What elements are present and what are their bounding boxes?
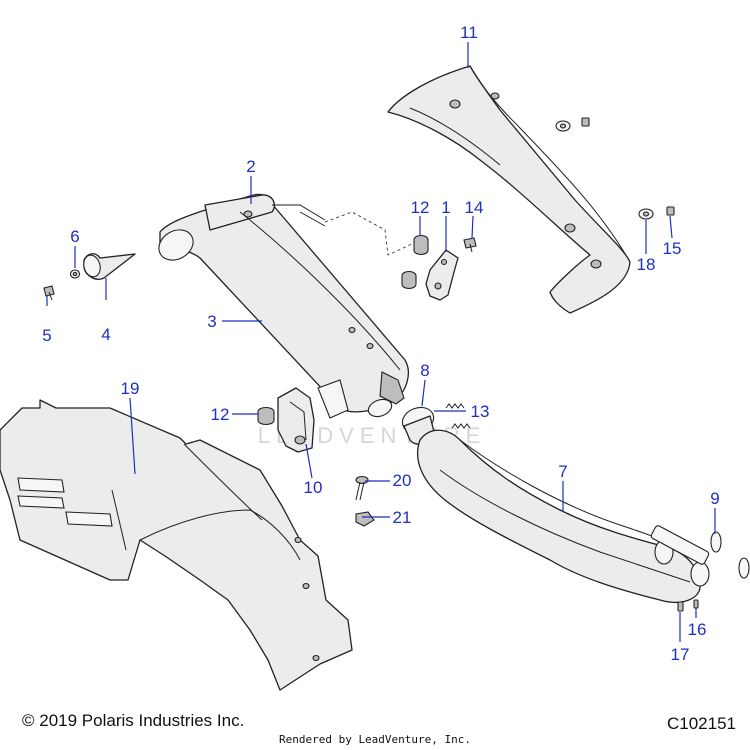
part-lower-bracket[interactable] (277, 387, 315, 453)
callout-3[interactable]: 3 (207, 312, 216, 331)
figure-id: C102151 (666, 714, 736, 733)
callout-8[interactable]: 8 (420, 361, 429, 380)
callout-13[interactable]: 13 (471, 402, 490, 421)
callout-1[interactable]: 1 (441, 198, 450, 217)
callout-12-lower[interactable]: 12 (211, 405, 230, 424)
callout-16[interactable]: 16 (688, 620, 707, 639)
part-hanger-bracket[interactable] (425, 249, 459, 301)
part-head-pipe[interactable] (416, 429, 710, 603)
part-nut-set[interactable] (555, 117, 675, 220)
callout-10[interactable]: 10 (304, 478, 323, 497)
callout-6[interactable]: 6 (70, 227, 79, 246)
callout-15[interactable]: 15 (663, 239, 682, 258)
part-screw-5[interactable] (43, 285, 55, 301)
part-bolt-14[interactable] (463, 237, 477, 253)
part-washer-6[interactable] (69, 269, 81, 279)
callout-18[interactable]: 18 (637, 255, 656, 274)
leader-lines (46, 42, 716, 642)
part-grommet-lower[interactable] (257, 406, 275, 426)
part-grommet-upper[interactable] (401, 234, 429, 290)
part-studs[interactable] (677, 599, 699, 612)
callout-9[interactable]: 9 (710, 489, 719, 508)
callout-2[interactable]: 2 (246, 157, 255, 176)
callout-14[interactable]: 14 (465, 198, 484, 217)
part-spark-arrestor[interactable] (81, 253, 136, 280)
callout-17[interactable]: 17 (671, 645, 690, 664)
callout-19[interactable]: 19 (121, 379, 140, 398)
callout-4[interactable]: 4 (101, 325, 110, 344)
rendered-by-credit: Rendered by LeadVenture, Inc. (278, 733, 472, 746)
copyright-notice: © 2019 Polaris Industries Inc. (22, 711, 245, 730)
callout-20[interactable]: 20 (393, 471, 412, 490)
callout-11[interactable]: 11 (460, 23, 478, 42)
callout-12-upper[interactable]: 12 (411, 198, 430, 217)
callout-7[interactable]: 7 (558, 462, 567, 481)
part-heat-shield-upper[interactable] (387, 65, 631, 314)
callout-21[interactable]: 21 (393, 508, 412, 527)
part-clip-21[interactable] (355, 511, 375, 527)
part-muffler[interactable] (153, 193, 413, 419)
part-heat-shield-lower[interactable] (0, 399, 353, 691)
part-exhaust-seals[interactable] (710, 531, 750, 579)
part-springs[interactable] (445, 403, 471, 429)
callout-5[interactable]: 5 (42, 326, 51, 345)
callouts: 1 2 3 4 5 6 7 8 9 10 11 12 12 13 14 15 1… (42, 23, 719, 664)
part-bolt-20[interactable] (355, 475, 369, 501)
